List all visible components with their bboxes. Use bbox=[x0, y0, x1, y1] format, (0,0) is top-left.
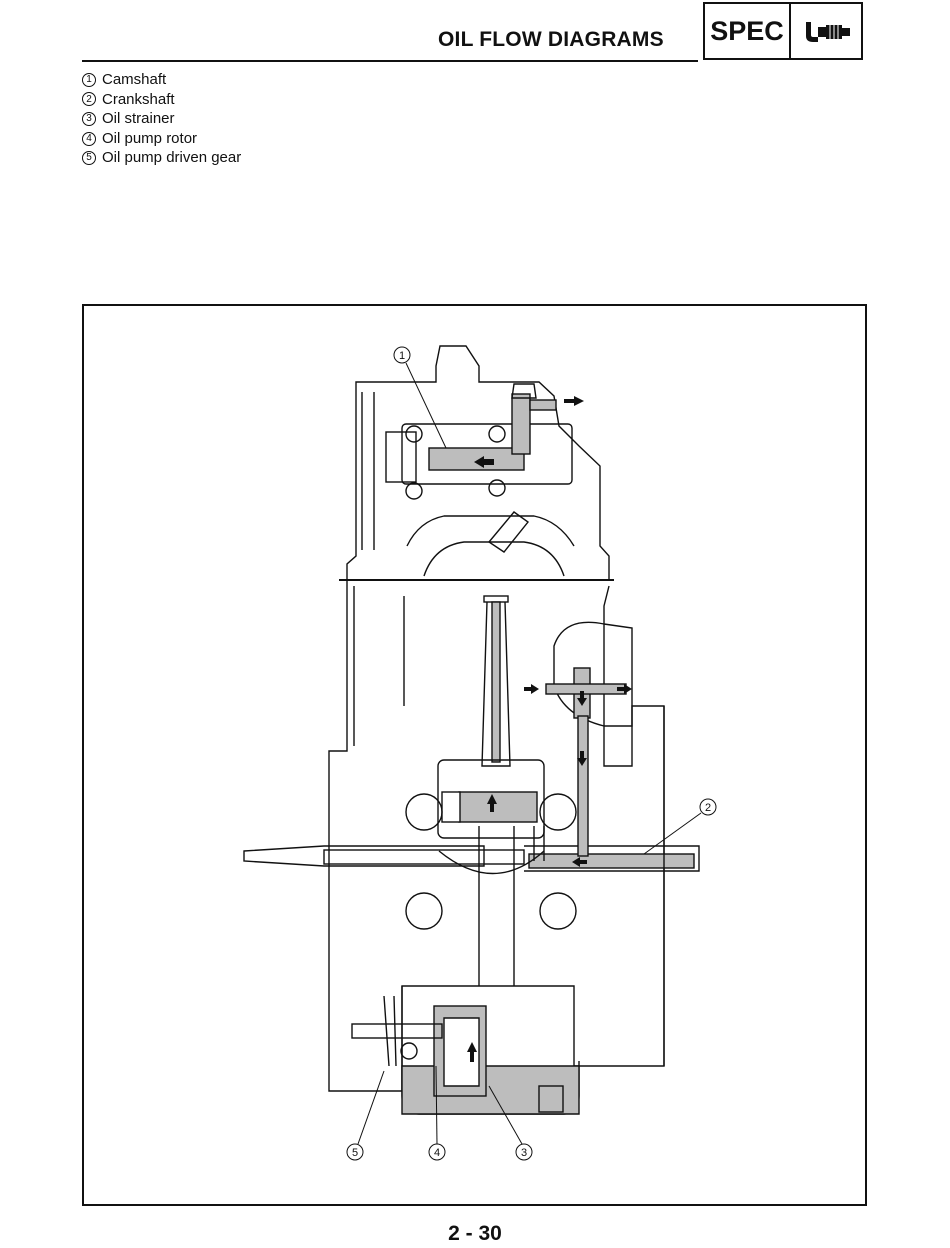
legend-number: 3 bbox=[82, 111, 96, 126]
parts-legend: 1 Camshaft 2 Crankshaft 3 Oil strainer 4… bbox=[82, 70, 241, 168]
legend-item: 2 Crankshaft bbox=[82, 90, 241, 110]
camshaft-oil-gallery bbox=[428, 447, 525, 471]
callout-number: 4 bbox=[434, 1147, 440, 1159]
callout-oil-pump-rotor bbox=[428, 1143, 446, 1161]
legend-label: Oil pump driven gear bbox=[102, 149, 242, 167]
crankshaft-oil-gallery bbox=[528, 853, 695, 869]
legend-item: 1 Camshaft bbox=[82, 70, 241, 90]
legend-item: 5 Oil pump driven gear bbox=[82, 148, 241, 168]
section-tag-box: SPEC bbox=[703, 2, 863, 60]
callout-crankshaft bbox=[699, 798, 717, 816]
oil-flow-diagram-frame: 1 2 3 4 5 bbox=[82, 304, 867, 1206]
oil-return-passage bbox=[577, 715, 589, 857]
callout-oil-pump-driven-gear bbox=[346, 1143, 364, 1161]
callout-number: 1 bbox=[399, 350, 405, 362]
head-oil-feed bbox=[511, 393, 531, 455]
crank-pin-gallery bbox=[458, 791, 538, 823]
legend-label: Camshaft bbox=[102, 71, 167, 88]
legend-number: 2 bbox=[82, 92, 96, 107]
legend-label: Oil strainer bbox=[102, 110, 175, 128]
section-tag: SPEC bbox=[705, 4, 791, 58]
callout-number: 2 bbox=[705, 802, 711, 814]
callout-number: 5 bbox=[352, 1147, 358, 1159]
callout-number: 3 bbox=[521, 1147, 527, 1159]
engine-cross-section-diagram: 1 2 3 4 5 bbox=[243, 345, 717, 1161]
title-rule bbox=[82, 60, 698, 62]
page-number: 2 - 30 bbox=[448, 1222, 502, 1245]
callout-camshaft bbox=[393, 346, 411, 364]
micrometer-icon bbox=[791, 4, 861, 58]
legend-label: Crankshaft bbox=[102, 90, 175, 108]
legend-item: 3 Oil strainer bbox=[82, 109, 241, 129]
legend-number: 5 bbox=[82, 151, 96, 166]
legend-item: 4 Oil pump rotor bbox=[82, 129, 241, 149]
callout-oil-strainer bbox=[515, 1143, 533, 1161]
page-title: OIL FLOW DIAGRAMS bbox=[438, 28, 664, 51]
legend-number: 4 bbox=[82, 131, 96, 146]
legend-label: Oil pump rotor bbox=[102, 129, 198, 147]
legend-number: 1 bbox=[82, 72, 96, 87]
